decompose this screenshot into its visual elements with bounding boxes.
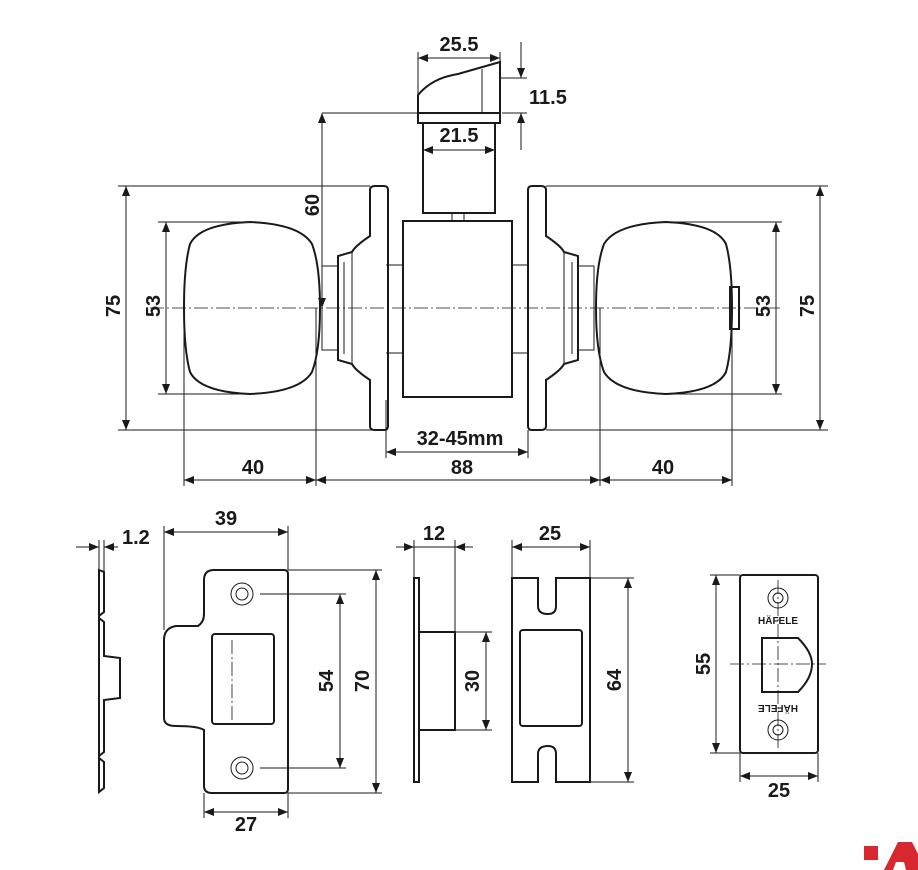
dim-strike-plate-width: 39 <box>215 508 237 530</box>
dim-strike-box-height: 30 <box>462 670 484 692</box>
right-rose <box>527 185 595 431</box>
strike-box-side-view: 12 30 <box>396 523 492 783</box>
dim-rose-diameter-right: 75 <box>797 295 819 317</box>
dim-faceplate-width: 25 <box>768 780 790 802</box>
dim-strike-plate-thickness: 1.2 <box>122 527 150 549</box>
dim-latch-face-width: 25.5 <box>440 34 479 56</box>
faceplate-brand-label-bottom: HÄFELE <box>758 702 798 715</box>
dim-dust-box-height: 64 <box>604 668 626 691</box>
dim-dust-box-width: 25 <box>539 523 561 545</box>
dim-backset: 60 <box>302 194 324 216</box>
dim-latch-bolt-height: 11.5 <box>529 87 567 109</box>
push-button <box>729 286 740 330</box>
dim-strike-plate-hole-spacing: 54 <box>316 669 338 692</box>
latch-bolt <box>417 60 501 222</box>
dim-knob-diameter-left: 53 <box>143 295 165 317</box>
knob-lock-assembly <box>150 60 780 431</box>
dim-knob-projection-left: 40 <box>242 457 264 479</box>
dim-overall-between-knobs: 88 <box>451 457 473 479</box>
dust-box-front: 25 64 <box>511 523 634 783</box>
dim-strike-box-depth: 12 <box>423 523 445 545</box>
latch-housing <box>402 220 513 398</box>
faceplate-brand-label-top: HÄFELE <box>758 614 798 627</box>
dim-strike-plate-inner-width: 27 <box>235 814 257 836</box>
strike-plate-front: 39 27 54 70 <box>163 508 382 836</box>
left-knob <box>182 220 322 396</box>
dim-rose-diameter-left: 75 <box>103 295 125 317</box>
right-knob <box>594 220 734 396</box>
dim-knob-diameter-right: 53 <box>753 295 775 317</box>
dim-door-thickness: 32-45mm <box>417 428 504 450</box>
assembly-dimensions: 25.5 11.5 21.5 60 75 53 53 <box>103 34 828 486</box>
latch-faceplate: HÄFELE HÄFELE 55 25 <box>693 574 826 802</box>
strike-plate-side-view: 1.2 <box>76 527 150 795</box>
dim-latch-body-width: 21.5 <box>440 125 479 147</box>
dim-knob-projection-right: 40 <box>652 457 674 479</box>
dim-faceplate-height: 55 <box>693 653 715 675</box>
brand-logo <box>864 842 918 870</box>
dim-strike-plate-height: 70 <box>352 670 374 692</box>
